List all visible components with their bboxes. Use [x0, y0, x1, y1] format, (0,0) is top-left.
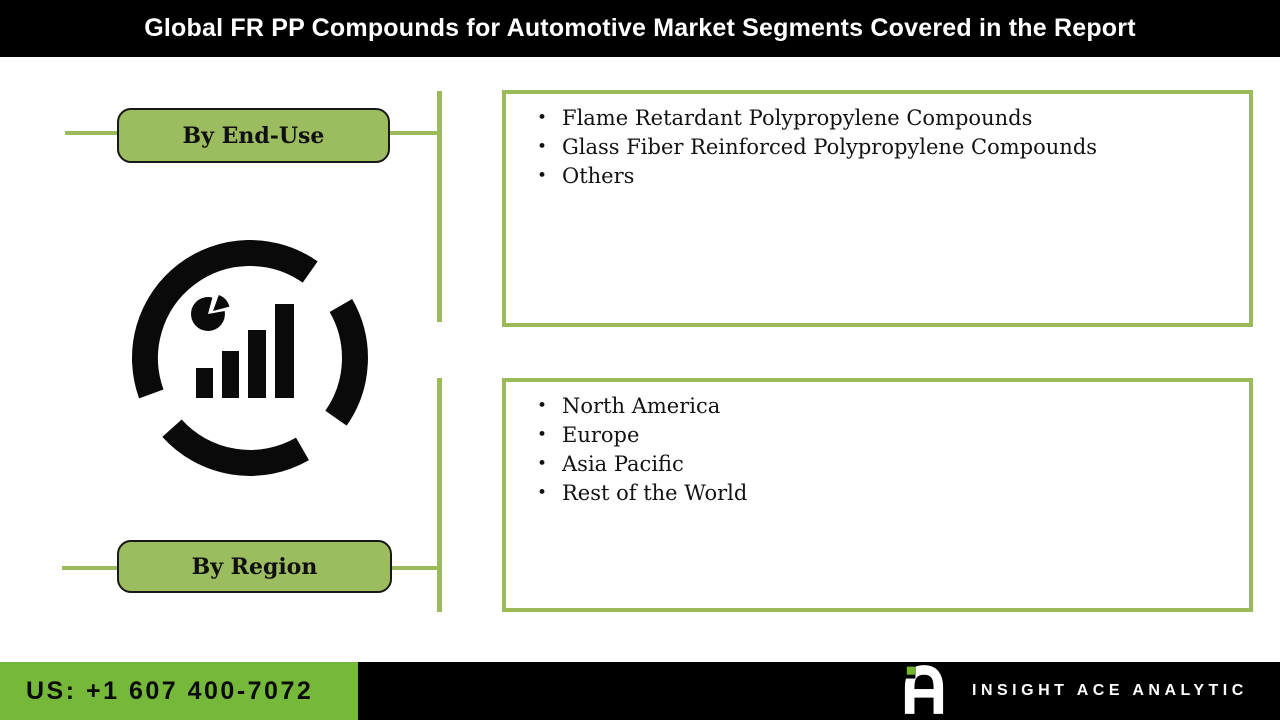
bullet-marker: • [536, 166, 548, 186]
bullet-marker: • [536, 137, 548, 157]
list-item-text: Flame Retardant Polypropylene Compounds [562, 106, 1033, 130]
by-region-text: By Region [191, 553, 318, 580]
bullet-marker: • [536, 454, 548, 474]
list-item: • Asia Pacific [522, 450, 1239, 479]
list-item-text: Rest of the World [562, 481, 748, 505]
connector-line-region-right [392, 566, 438, 570]
list-item-text: Asia Pacific [562, 452, 684, 476]
connector-line-enduse-right [390, 131, 438, 135]
by-region-label: By Region [117, 540, 392, 593]
list-item-text: Others [562, 164, 635, 188]
region-items-box: • North America • Europe • Asia Pacific … [502, 378, 1253, 612]
page-title: Global FR PP Compounds for Automotive Ma… [144, 14, 1136, 42]
phone-number: US: +1 607 400-7072 [26, 676, 314, 705]
insightace-a-logo-icon [903, 665, 944, 714]
region-list: • North America • Europe • Asia Pacific … [506, 382, 1249, 508]
list-item-text: Glass Fiber Reinforced Polypropylene Com… [562, 135, 1098, 159]
bullet-marker: • [536, 396, 548, 416]
connector-line-enduse-vertical [437, 91, 442, 322]
by-end-use-text: By End-Use [182, 122, 325, 149]
connector-line-enduse-left [65, 131, 117, 135]
footer-phone-bar: US: +1 607 400-7072 [0, 662, 358, 720]
bullet-marker: • [536, 425, 548, 445]
list-item: • Flame Retardant Polypropylene Compound… [522, 104, 1239, 133]
by-end-use-label: By End-Use [117, 108, 390, 163]
list-item-text: North America [562, 394, 721, 418]
end-use-items-box: • Flame Retardant Polypropylene Compound… [502, 90, 1253, 327]
market-analytics-chart-icon [132, 240, 368, 476]
bullet-marker: • [536, 483, 548, 503]
list-item: • North America [522, 392, 1239, 421]
list-item: • Glass Fiber Reinforced Polypropylene C… [522, 133, 1239, 162]
bullet-marker: • [536, 108, 548, 128]
end-use-list: • Flame Retardant Polypropylene Compound… [506, 94, 1249, 191]
list-item: • Rest of the World [522, 479, 1239, 508]
list-item: • Others [522, 162, 1239, 191]
title-bar: Global FR PP Compounds for Automotive Ma… [0, 0, 1280, 57]
footer-brand-bar [358, 662, 1280, 720]
list-item-text: Europe [562, 423, 640, 447]
list-item: • Europe [522, 421, 1239, 450]
connector-line-region-vertical [437, 378, 442, 612]
brand-name: INSIGHT ACE ANALYTIC [972, 682, 1248, 699]
connector-line-region-left [62, 566, 117, 570]
